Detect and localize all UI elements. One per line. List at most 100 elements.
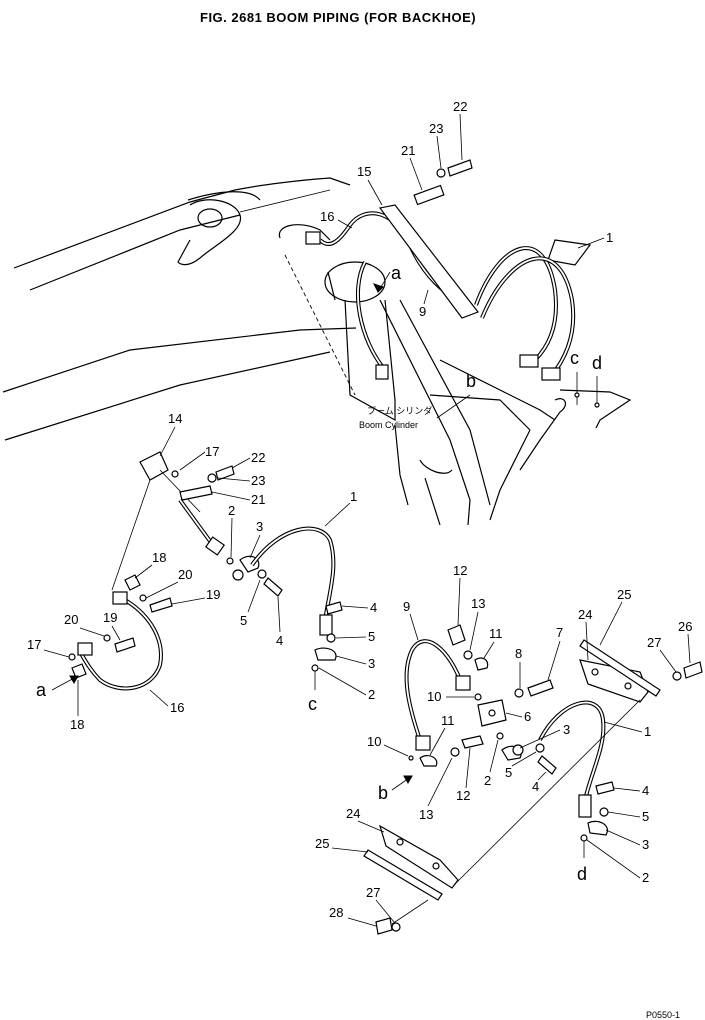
washer-27-upper (672, 671, 682, 681)
callout-24-upper: 24 (578, 607, 592, 622)
callout-27-lower: 27 (366, 885, 380, 900)
callout-17-left: 17 (205, 444, 219, 459)
drawing-number: P0550-1 (646, 1010, 680, 1020)
washer-27-lower (391, 922, 401, 932)
callout-20-left: 20 (178, 567, 192, 582)
oring-c-top (574, 392, 580, 398)
left-callouts: 14 17 22 23 21 2 3 1 18 20 19 20 19 17 a… (27, 411, 377, 732)
callout-15: 15 (357, 164, 371, 179)
flange-half-right (512, 744, 524, 756)
callout-d-right: d (577, 864, 587, 884)
fitting-a-left (77, 642, 93, 656)
boom-upper-edge (13, 177, 351, 269)
block-6-hole (488, 709, 496, 717)
hose-1-right (538, 700, 606, 801)
callout-22: 22 (453, 99, 467, 114)
callout-13-right: 13 (471, 596, 485, 611)
bolt-22-top (447, 159, 473, 177)
callout-8-right: 8 (515, 646, 522, 661)
bolt-12-right (447, 624, 466, 646)
callout-20-left-b: 20 (64, 612, 78, 627)
callout-d-top: d (592, 353, 602, 373)
top-callouts: 22 23 21 15 16 1 a 9 c d b (320, 99, 613, 391)
callout-24-lower: 24 (346, 806, 360, 821)
washer-20-left (139, 594, 147, 602)
callout-26-upper: 26 (678, 619, 692, 634)
frame-left-upright (394, 424, 409, 506)
callout-13-right-b: 13 (419, 807, 433, 822)
plug-18-left (124, 574, 141, 591)
fitting-16-top (305, 231, 321, 245)
callout-21: 21 (401, 143, 415, 158)
plate-25-lower (363, 849, 443, 901)
boom-lower-edge (4, 351, 331, 441)
callout-a-left: a (36, 680, 47, 700)
washer-13-right (463, 650, 473, 660)
callout-a-top: a (391, 263, 402, 283)
flange-half (232, 569, 244, 581)
washer-5-left-b (326, 633, 336, 643)
flange-3-left-b (314, 647, 337, 661)
boom-ref-line (239, 189, 331, 213)
callout-9-right: 9 (403, 599, 410, 614)
plate-25-upper (579, 639, 661, 697)
callout-6-right: 6 (524, 709, 531, 724)
callout-16: 16 (320, 209, 334, 224)
callout-19-left: 19 (206, 587, 220, 602)
washer-13-right-b (450, 747, 460, 757)
right-callouts: 12 13 11 9 8 7 25 24 27 26 10 6 1 3 11 1… (315, 563, 692, 927)
callout-22-left: 22 (251, 450, 265, 465)
boom-top-curve (187, 191, 261, 201)
frame-leg (489, 429, 531, 521)
callout-4-left: 4 (276, 633, 283, 648)
washer-5-right-b (599, 807, 609, 817)
cylinder-head-top (278, 224, 331, 241)
cylinder-label-jp: ブーム シリンダ (367, 405, 432, 416)
oring-2-left-b (311, 664, 319, 672)
callout-17-left-b: 17 (27, 637, 41, 652)
boom-bracket (177, 199, 242, 266)
callout-4-right: 4 (532, 779, 539, 794)
callout-25-lower: 25 (315, 836, 329, 851)
bolt-4-right (537, 755, 557, 775)
right-exploded-assembly (363, 624, 703, 935)
fitting-9-bottom (415, 735, 431, 751)
nut-28-lower (375, 917, 393, 935)
callout-3-right: 3 (563, 722, 570, 737)
callout-21-left: 21 (251, 492, 265, 507)
fitting-19-left (112, 591, 128, 605)
cylinder-rod-edge-2 (399, 299, 491, 506)
washer-5-left (257, 569, 267, 579)
boom-assembly: ブーム シリンダ Boom Cylinder (2, 159, 632, 526)
clamp-21-left (179, 485, 213, 501)
callout-2-left-b: 2 (368, 687, 375, 702)
oring-2-left (226, 557, 234, 565)
cylinder-tube (344, 299, 396, 422)
leader-14-line (111, 479, 151, 591)
callout-5-right-b: 5 (642, 809, 649, 824)
leader-b-top (436, 394, 471, 419)
bolt-4-left-b (325, 601, 343, 615)
callout-5-right: 5 (505, 765, 512, 780)
leader-27-stud (391, 899, 429, 925)
callout-7-right: 7 (556, 625, 563, 640)
bolt-7-right (527, 679, 554, 697)
frame-cross-member (429, 394, 531, 431)
bolt-22-left (215, 465, 235, 481)
figure-title: FIG. 2681 BOOM PIPING (FOR BACKHOE) (200, 10, 476, 25)
callout-12-right: 12 (453, 563, 467, 578)
washer-23-top (436, 168, 446, 178)
callout-10-right-b: 10 (367, 734, 381, 749)
callout-3-left-b: 3 (368, 656, 375, 671)
washer-8-right (514, 688, 524, 698)
frame-bracket (519, 398, 567, 471)
callout-23-left: 23 (251, 473, 265, 488)
callout-1: 1 (606, 230, 613, 245)
frame-upright-2 (424, 477, 441, 526)
callout-4-right-b: 4 (642, 783, 649, 798)
bolt-19-left (149, 597, 173, 613)
callout-23: 23 (429, 121, 443, 136)
washer-5-right (535, 743, 545, 753)
